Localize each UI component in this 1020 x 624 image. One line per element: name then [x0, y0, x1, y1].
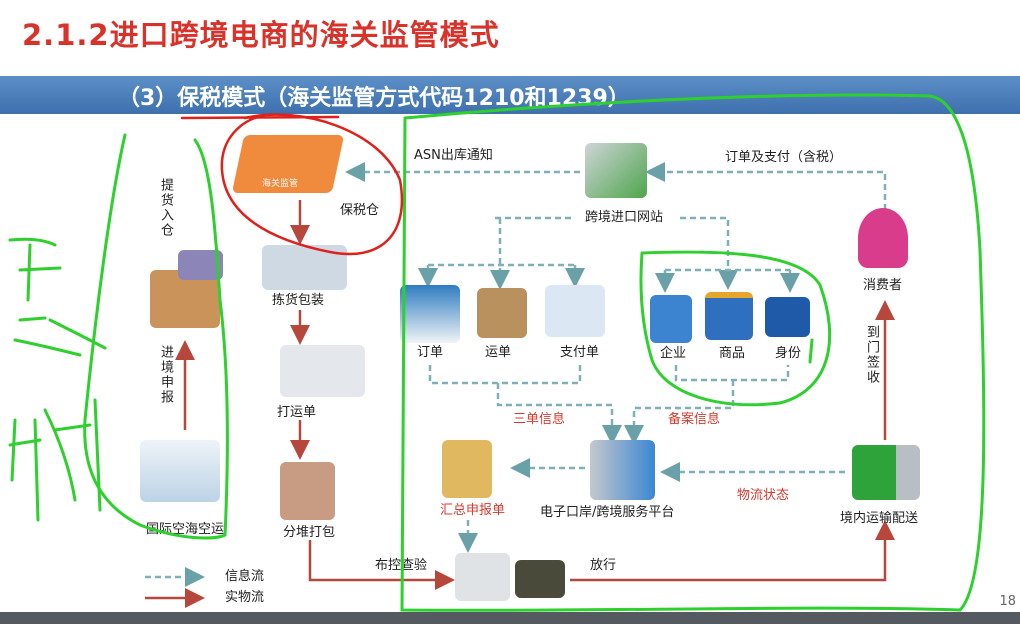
consumer-label: 消费者 [863, 278, 903, 293]
pickup-label: 提货入仓 [158, 178, 173, 238]
goods-gift-icon [705, 292, 753, 340]
three-docs-label: 三单信息 [513, 412, 566, 427]
order-pay-label: 订单及支付（含税） [725, 150, 843, 165]
pack-split-label: 分堆打包 [283, 525, 336, 540]
legend-info-flow: 信息流 [225, 569, 265, 584]
page-number: 18 [999, 594, 1016, 609]
shopping-cart-globe-icon [585, 143, 647, 198]
customs-officers-icon [515, 560, 565, 598]
identity-label: 身份 [775, 346, 802, 361]
intl-transport-label: 国际空海空运 [146, 522, 225, 537]
print-waybill-label: 打运单 [277, 405, 317, 420]
legend-physical-flow: 实物流 [225, 590, 265, 605]
truck-icon [852, 445, 920, 500]
id-card-icon [765, 297, 810, 337]
bonded-warehouse-label: 保税仓 [340, 203, 380, 218]
enterprise-label: 企业 [660, 346, 687, 361]
website-label: 跨境进口网站 [585, 210, 664, 225]
goods-label: 商品 [719, 346, 746, 361]
port-ship-plane-icon [140, 440, 220, 502]
inspection-label: 布控查验 [375, 558, 428, 573]
slide-title: 2.1.2进口跨境电商的海关监管模式 [22, 18, 500, 52]
summary-label: 汇总申报单 [440, 503, 506, 518]
payment-slip-icon [545, 285, 605, 337]
declare-label: 进境申报 [158, 345, 173, 405]
servers-icon [455, 553, 510, 601]
order-label: 订单 [417, 345, 444, 360]
platform-label: 电子口岸/跨境服务平台 [540, 505, 675, 520]
parcel-icon [280, 462, 335, 520]
packing-label: 拣货包装 [272, 293, 325, 308]
label-printer-icon [280, 345, 365, 397]
waybill-label: 运单 [485, 345, 512, 360]
filing-label: 备案信息 [668, 412, 721, 427]
asn-label: ASN出库通知 [414, 148, 493, 163]
delivery-label: 到门签收 [864, 325, 879, 385]
bottom-bar [0, 612, 1020, 624]
warehouse-inner-label: 海关监管 [262, 179, 299, 189]
summary-folder-icon [442, 440, 492, 498]
release-label: 放行 [590, 558, 617, 573]
platform-server-icon [590, 440, 655, 500]
consumer-icon [858, 208, 908, 268]
enterprise-building-icon [650, 295, 692, 343]
payment-label: 支付单 [560, 345, 600, 360]
domestic-label: 境内运输配送 [840, 511, 919, 526]
logistics-status-label: 物流状态 [737, 488, 790, 503]
tools-icon [178, 250, 223, 280]
slide-subtitle: （3）保税模式（海关监管方式代码1210和1239） [118, 86, 630, 111]
order-icon [400, 285, 460, 343]
packing-line-icon [262, 245, 347, 290]
waybill-icon [477, 288, 527, 338]
